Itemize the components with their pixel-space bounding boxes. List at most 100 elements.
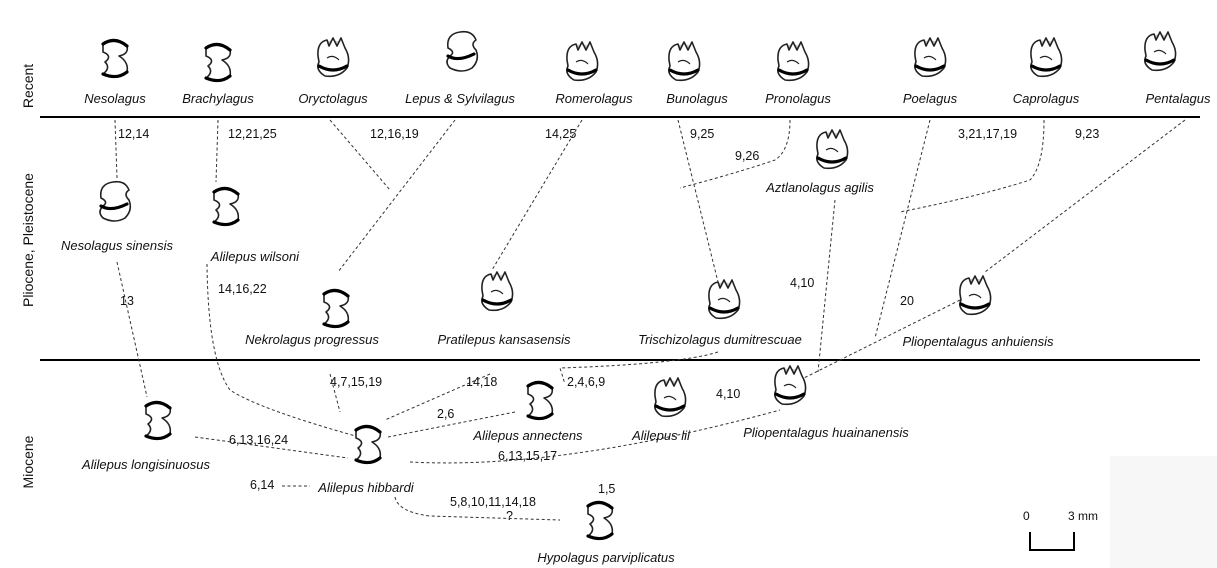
tooth-icon-aztlanolagus-agilis [815, 128, 850, 170]
taxon-hypolagus-parviplicatus: Hypolagus parviplicatus [537, 550, 675, 565]
taxon-pronolagus: Pronolagus [765, 91, 831, 106]
line-pentalagus [984, 119, 1186, 273]
line-bunolagus [677, 119, 719, 283]
ref-nekrolagus: 14,16,22 [218, 282, 267, 296]
taxon-aztlanolagus-agilis: Aztlanolagus agilis [765, 180, 874, 195]
line-hypolagus [394, 496, 561, 521]
taxon-nesolagus: Nesolagus [84, 91, 146, 106]
tooth-icon-nekrolagus-progressus [322, 288, 350, 329]
line-pratilepus [384, 373, 491, 421]
scale-bar: 0 3 mm [1023, 456, 1217, 568]
taxon-alilepus-wilsoni: Alilepus wilsoni [210, 249, 300, 264]
line-longisinuosus [194, 436, 349, 459]
ref-nesolagus: 12,14 [118, 127, 149, 141]
ref-longisinuosus: 6,13,16,24 [229, 433, 288, 447]
reference-numbers: 12,14 12,21,25 12,16,19 14,25 9,25 9,26 … [118, 127, 1099, 523]
taxon-romerolagus: Romerolagus [555, 91, 633, 106]
ref-poelagus-caprolagus: 3,21,17,19 [958, 127, 1017, 141]
taxon-nesolagus-sinensis: Nesolagus sinensis [61, 238, 174, 253]
line-aztlanolagus [817, 199, 836, 373]
taxon-alilepus-hibbardi: Alilepus hibbardi [317, 480, 415, 495]
taxon-pliopentalagus-anhuiensis: Pliopentalagus anhuiensis [902, 334, 1054, 349]
miocene-taxa: Alilepus longisinuosus Alilepus hibbardi… [81, 364, 909, 565]
ref-nesolagus-sinensis: 13 [120, 294, 134, 308]
taxon-alilepus-annectens: Alilepus annectens [472, 428, 583, 443]
ref-pliopentalagus-huainanensis: 4,10 [716, 387, 740, 401]
tooth-icon-bunolagus [667, 40, 702, 82]
tooth-icon-brachylagus [204, 42, 232, 83]
line-nekrolagus [329, 373, 341, 413]
tooth-icon-pratilepus-kansasensis [480, 270, 515, 312]
tooth-icon-caprolagus [1029, 36, 1064, 78]
line-nesolagus [114, 119, 118, 179]
tooth-icon-alilepus-wilsoni [212, 186, 240, 227]
ref-hibbardi-nekrolagus: 4,7,15,19 [330, 375, 382, 389]
taxon-poelagus: Poelagus [903, 91, 958, 106]
tooth-icon-oryctolagus [316, 36, 351, 78]
relationship-lines [114, 119, 1186, 521]
line-lepus [337, 119, 456, 273]
tooth-icon-nesolagus-sinensis [98, 180, 132, 223]
line-brachylagus [215, 119, 219, 183]
ref-oryctolagus-lepus: 12,16,19 [370, 127, 419, 141]
ref-pronolagus: 9,26 [735, 149, 759, 163]
epoch-label-miocene: Miocene [20, 435, 36, 488]
tooth-icon-nesolagus [101, 38, 129, 79]
tooth-icon-pronolagus [776, 40, 811, 82]
ref-hibbardi-pratilepus: 14,18 [466, 375, 497, 389]
taxon-pentalagus: Pentalagus [1145, 91, 1211, 106]
tooth-icon-alilepus-annectens [526, 380, 554, 421]
tooth-icon-alilepus-hibbardi [354, 424, 382, 465]
line-poelagus [874, 119, 931, 339]
taxon-oryctolagus: Oryctolagus [298, 91, 368, 106]
recent-taxa: Nesolagus Brachylagus Oryctolagus Lepus … [84, 30, 1211, 106]
tooth-icon-pliopentalagus-huainanensis [773, 364, 808, 406]
ref-hypolagus-query: ? [506, 509, 513, 523]
tooth-icon-lepus-sylvilagus [445, 30, 479, 73]
line-caprolagus [899, 119, 1045, 213]
epoch-label-recent: Recent [20, 64, 36, 108]
scale-bar-value: 3 mm [1068, 509, 1098, 523]
taxon-alilepus-longisinuosus: Alilepus longisinuosus [81, 457, 210, 472]
taxon-alilepus-lii: Alilepus lii [631, 428, 691, 443]
taxon-lepus-sylvilagus: Lepus & Sylvilagus [405, 91, 515, 106]
ref-bunolagus: 9,25 [690, 127, 714, 141]
tooth-icon-trischizolagus-dumitrescuae [707, 278, 742, 320]
ref-hibbardi-base: 6,14 [250, 478, 274, 492]
ref-brachylagus: 12,21,25 [228, 127, 277, 141]
tooth-icon-alilepus-lii [653, 376, 688, 418]
ref-hypolagus: 5,8,10,11,14,18 [450, 495, 536, 509]
tooth-icon-pliopentalagus-anhuiensis [958, 274, 993, 316]
taxon-pliopentalagus-huainanensis: Pliopentalagus huainanensis [743, 425, 909, 440]
ref-pentalagus: 9,23 [1075, 127, 1099, 141]
tooth-icon-poelagus [913, 36, 948, 78]
ref-annectens: 2,6 [437, 407, 454, 421]
taxon-brachylagus: Brachylagus [182, 91, 254, 106]
tooth-icon-pentalagus [1143, 30, 1178, 72]
tooth-icon-hypolagus-parviplicatus [586, 500, 614, 541]
plio-pleistocene-taxa: Nesolagus sinensis Alilepus wilsoni Aztl… [61, 128, 1054, 349]
line-oryctolagus [329, 119, 391, 191]
line-trischizolagus [559, 351, 719, 385]
line-romerolagus [491, 119, 583, 271]
line-lii-huainanensis [409, 409, 781, 464]
ref-trischizolagus: 2,4,6,9 [567, 375, 605, 389]
tooth-icon-alilepus-longisinuosus [144, 400, 172, 441]
ref-aztlanolagus: 4,10 [790, 276, 814, 290]
taxon-nekrolagus-progressus: Nekrolagus progressus [245, 332, 379, 347]
taxon-bunolagus: Bunolagus [666, 91, 728, 106]
ref-pliopentalagus-anhuiensis: 20 [900, 294, 914, 308]
line-anhuiensis-to-huainanensis [799, 299, 961, 381]
taxon-pratilepus-kansasensis: Pratilepus kansasensis [438, 332, 571, 347]
ref-hypolagus-side: 1,5 [598, 482, 615, 496]
taxon-caprolagus: Caprolagus [1013, 91, 1080, 106]
scale-bar-zero: 0 [1023, 509, 1030, 523]
tooth-icon-romerolagus [565, 40, 600, 82]
epoch-label-pliocene-pleistocene: Pliocene, Pleistocene [20, 173, 36, 307]
line-nesolagus-sinensis [116, 261, 148, 398]
ref-romerolagus: 14,25 [545, 127, 576, 141]
taxon-trischizolagus-dumitrescuae: Trischizolagus dumitrescuae [638, 332, 802, 347]
line-pronolagus [679, 119, 791, 189]
